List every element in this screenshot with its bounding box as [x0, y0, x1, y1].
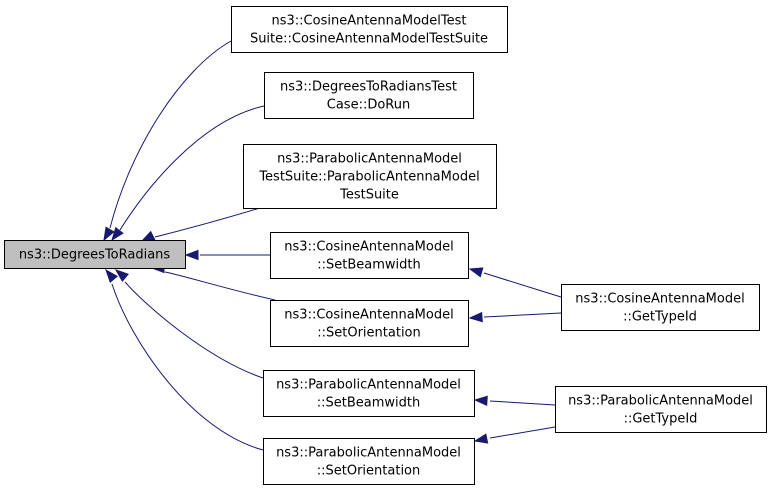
- node-box[interactable]: [263, 438, 475, 485]
- arrowhead-icon: [105, 268, 119, 283]
- edge-cosine-get-type-id-to-cosine-set-orientation: [468, 311, 562, 323]
- edge-degrees-to-radians-test-case-do-run-to-degrees-to-radians: [111, 105, 265, 242]
- node-label-line: ::SetOrientation: [317, 326, 421, 341]
- node-label-line: Case::DoRun: [327, 98, 410, 113]
- node-label-line: ::SetOrientation: [317, 464, 421, 479]
- arrowhead-icon: [111, 226, 124, 242]
- node-label-line: ::SetBeamwidth: [317, 396, 421, 411]
- node-label-line: ::SetBeamwidth: [317, 258, 421, 273]
- edge-line: [489, 400, 556, 406]
- node-degrees-to-radians[interactable]: ns3::DegreesToRadians: [4, 240, 186, 269]
- arrowhead-icon: [473, 395, 488, 407]
- node-label-line: TestSuite: [339, 188, 399, 203]
- arrowhead-icon: [140, 230, 156, 242]
- edge-line: [483, 272, 562, 298]
- arrowhead-icon: [468, 267, 484, 278]
- node-parabolic-antenna-model-test-suite[interactable]: ns3::ParabolicAntennaModelTestSuite::Par…: [243, 144, 497, 209]
- edge-parabolic-antenna-model-test-suite-to-degrees-to-radians: [140, 207, 261, 242]
- node-label-line: ns3::CosineAntennaModel: [575, 292, 744, 307]
- edge-parabolic-get-type-id-to-parabolic-set-beamwidth: [473, 395, 556, 407]
- node-box[interactable]: [264, 72, 474, 119]
- node-label-line: TestSuite::ParabolicAntennaModel: [258, 170, 479, 185]
- edge-parabolic-get-type-id-to-parabolic-set-orientation: [473, 426, 556, 444]
- node-label-line: ns3::CosineAntennaModelTest: [272, 14, 467, 29]
- node-box[interactable]: [231, 6, 508, 53]
- node-box[interactable]: [243, 144, 497, 209]
- node-box[interactable]: [270, 232, 469, 279]
- node-cosine-set-orientation[interactable]: ns3::CosineAntennaModel::SetOrientation: [270, 300, 469, 347]
- node-label-line: ns3::DegreesToRadiansTest: [280, 80, 457, 95]
- arrowhead-icon: [114, 269, 129, 283]
- edge-line: [119, 105, 265, 231]
- node-label-line: ns3::CosineAntennaModel: [284, 240, 453, 255]
- node-label-line: ns3::DegreesToRadians: [19, 248, 171, 263]
- edge-line: [154, 207, 261, 238]
- edge-line: [489, 426, 556, 439]
- node-label-line: ns3::ParabolicAntennaModel: [276, 378, 461, 393]
- node-box[interactable]: [4, 240, 186, 269]
- edge-line: [164, 271, 276, 301]
- node-label-line: ns3::ParabolicAntennaModel: [277, 152, 462, 167]
- arrowhead-icon: [473, 433, 489, 444]
- node-cosine-set-beamwidth[interactable]: ns3::CosineAntennaModel::SetBeamwidth: [270, 232, 469, 279]
- node-label-line: ns3::ParabolicAntennaModel: [276, 446, 461, 461]
- arrowhead-icon: [184, 249, 199, 261]
- nodes-layer: ns3::DegreesToRadiansns3::CosineAntennaM…: [4, 6, 767, 485]
- edge-cosine-antenna-model-test-suite-to-degrees-to-radians: [103, 40, 232, 242]
- node-label-line: ns3::ParabolicAntennaModel: [568, 394, 753, 409]
- edge-line: [109, 40, 232, 229]
- edge-parabolic-set-beamwidth-to-degrees-to-radians: [114, 269, 264, 379]
- arrowhead-icon: [468, 311, 483, 323]
- edge-line: [124, 281, 264, 379]
- node-label-line: ::GetTypeId: [624, 412, 698, 427]
- edge-cosine-set-beamwidth-to-degrees-to-radians: [184, 249, 270, 261]
- node-parabolic-set-orientation[interactable]: ns3::ParabolicAntennaModel::SetOrientati…: [263, 438, 475, 485]
- node-box[interactable]: [270, 300, 469, 347]
- node-label-line: ns3::CosineAntennaModel: [284, 308, 453, 323]
- node-label-line: ::GetTypeId: [623, 310, 697, 325]
- node-parabolic-set-beamwidth[interactable]: ns3::ParabolicAntennaModel::SetBeamwidth: [263, 370, 475, 417]
- node-box[interactable]: [555, 386, 767, 433]
- edge-line: [483, 312, 562, 318]
- edge-parabolic-set-orientation-to-degrees-to-radians: [105, 268, 264, 451]
- node-cosine-antenna-model-test-suite[interactable]: ns3::CosineAntennaModelTestSuite::Cosine…: [231, 6, 508, 53]
- arrowhead-icon: [103, 226, 115, 242]
- edge-cosine-get-type-id-to-cosine-set-beamwidth: [468, 267, 562, 298]
- node-cosine-get-type-id[interactable]: ns3::CosineAntennaModel::GetTypeId: [561, 284, 760, 331]
- node-label-line: Suite::CosineAntennaModelTestSuite: [250, 32, 488, 47]
- node-box[interactable]: [561, 284, 760, 331]
- edge-line: [111, 283, 264, 451]
- node-parabolic-get-type-id[interactable]: ns3::ParabolicAntennaModel::GetTypeId: [555, 386, 767, 433]
- node-box[interactable]: [263, 370, 475, 417]
